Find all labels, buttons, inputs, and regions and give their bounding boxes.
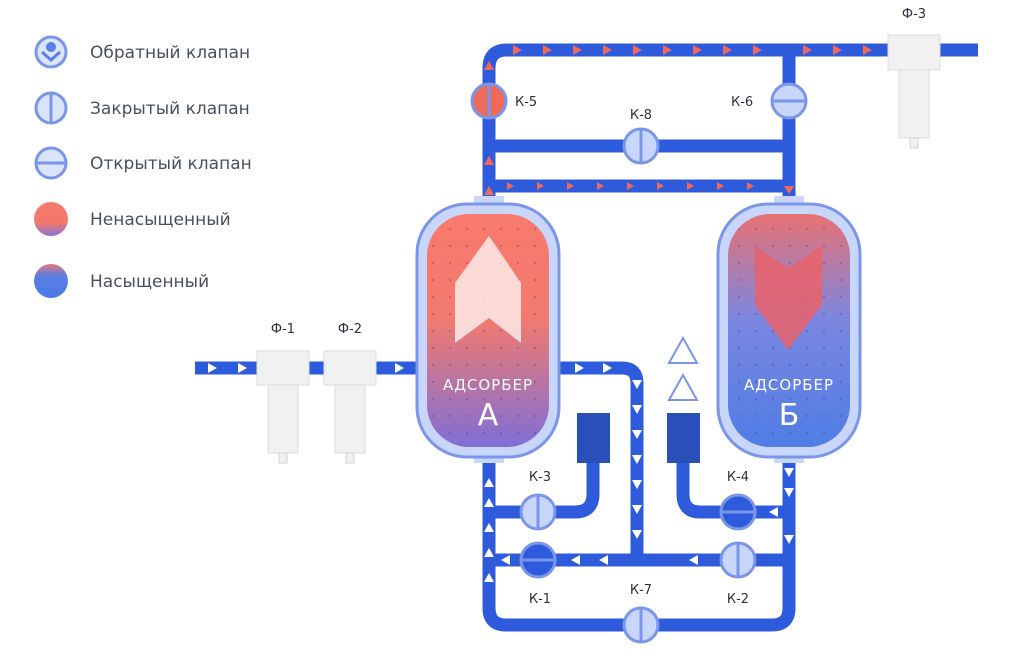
- valve-k1-label: К-1: [529, 592, 551, 607]
- legend: Обратный клапан Закрытый клапан Открытый…: [34, 35, 252, 298]
- valve-k7-label: К-7: [630, 583, 652, 598]
- valve-k7[interactable]: [622, 606, 660, 644]
- valve-k3[interactable]: [519, 493, 557, 531]
- valve-k8[interactable]: [622, 127, 660, 165]
- legend-saturated-label: Насыщенный: [90, 272, 209, 292]
- valve-k6[interactable]: [770, 82, 808, 120]
- filter-f3: [887, 34, 941, 149]
- valve-k2[interactable]: [719, 541, 757, 579]
- valve-k2-label: К-2: [727, 592, 749, 607]
- valve-k5-label: К-5: [515, 95, 537, 110]
- filter-f1: [256, 350, 310, 464]
- adsorber-b-letter: Б: [779, 398, 800, 433]
- valve-k3-label: К-3: [529, 470, 551, 485]
- adsorber-a-word: АДСОРБЕР: [443, 376, 533, 394]
- legend-closed-valve-icon: [34, 91, 68, 125]
- k4-branch-pipe: [676, 462, 789, 519]
- adsorber-b-word: АДСОРБЕР: [744, 376, 834, 394]
- valve-k5[interactable]: [470, 82, 508, 120]
- legend-unsaturated-icon: [34, 202, 68, 236]
- flow-arrows-red: [484, 45, 872, 195]
- adsorber-a-letter: А: [478, 398, 499, 433]
- legend-saturated-icon: [34, 264, 68, 298]
- legend-closed-valve-label: Закрытый клапан: [90, 99, 250, 119]
- silencer-right: [667, 413, 700, 463]
- filter-f3-label: Ф-3: [902, 7, 926, 22]
- adsorber-a: АДСОРБЕР А: [415, 196, 561, 463]
- adsorber-b: АДСОРБЕР Б: [716, 196, 862, 463]
- valve-k4-label: К-4: [727, 470, 749, 485]
- filter-f2: [323, 350, 377, 464]
- valve-k8-label: К-8: [630, 108, 652, 123]
- legend-open-valve-label: Открытый клапан: [90, 154, 252, 174]
- warning-triangle-icon: [667, 335, 699, 401]
- flow-up-arrow-icon: [455, 236, 521, 343]
- valve-k4[interactable]: [719, 493, 757, 531]
- flow-down-arrow-icon: [755, 246, 822, 350]
- valve-k1[interactable]: [519, 541, 557, 579]
- valve-k6-label: К-6: [731, 95, 753, 110]
- filter-f1-label: Ф-1: [271, 322, 295, 337]
- k3-branch-pipe: [489, 462, 600, 519]
- flow-arrows-white: [208, 363, 794, 582]
- legend-unsaturated-label: Ненасыщенный: [90, 210, 231, 230]
- silencer-left: [577, 413, 610, 463]
- legend-open-valve-icon: [34, 146, 68, 180]
- filter-f2-label: Ф-2: [338, 322, 362, 337]
- legend-check-valve-label: Обратный клапан: [90, 43, 250, 63]
- legend-check-valve-icon: [34, 35, 68, 69]
